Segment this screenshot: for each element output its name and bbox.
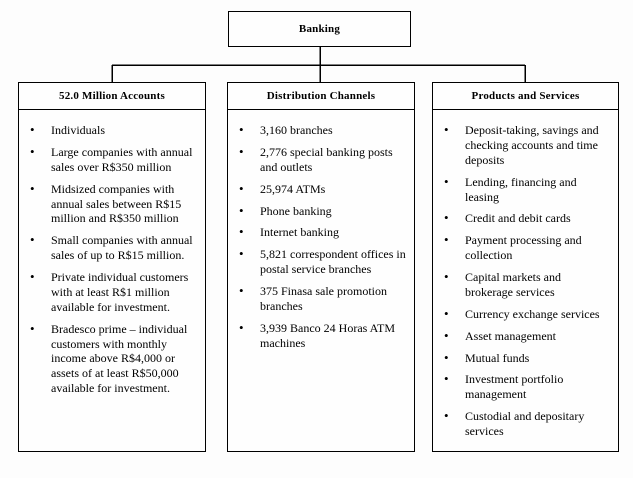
bullet-item: Custodial and depositary services [444, 408, 611, 439]
column-products-list: Deposit-taking, savings and checking acc… [433, 110, 618, 439]
column-products-header: Products and Services [433, 83, 618, 110]
bullet-item: Midsized companies with annual sales bet… [30, 181, 198, 227]
column-accounts: 52.0 Million Accounts IndividualsLarge c… [18, 82, 206, 452]
bullet-item: Asset management [444, 328, 611, 344]
bullet-item: 3,939 Banco 24 Horas ATM machines [239, 320, 407, 351]
bullet-item: Lending, financing and leasing [444, 174, 611, 205]
root-node-label: Banking [298, 23, 341, 35]
bullet-item: 25,974 ATMs [239, 181, 407, 197]
column-distribution-list: 3,160 branches 2,776 special banking post… [228, 110, 414, 351]
column-accounts-title: 52.0 Million Accounts [59, 90, 165, 102]
bullet-item: Credit and debit cards [444, 210, 611, 226]
bullet-item: Bradesco prime – individual customers wi… [30, 321, 198, 396]
bullet-item: Mutual funds [444, 350, 611, 366]
bullet-item: 375 Finasa sale promotion branches [239, 283, 407, 314]
column-accounts-list: IndividualsLarge companies with annual s… [19, 110, 205, 396]
bullet-item: Internet banking [239, 224, 407, 240]
bullet-item: 5,821 correspondent offices in postal se… [239, 246, 407, 277]
column-distribution-channels: Distribution Channels 3,160 branches 2,77… [227, 82, 415, 452]
bullet-item: Private individual customers with at lea… [30, 269, 198, 315]
bullet-item: Individuals [30, 122, 198, 138]
bullet-item: Currency exchange services [444, 306, 611, 322]
bullet-item: Large companies with annual sales over R… [30, 144, 198, 175]
column-distribution-header: Distribution Channels [228, 83, 414, 110]
column-accounts-header: 52.0 Million Accounts [19, 83, 205, 110]
bullet-item: Small companies with annual sales of up … [30, 232, 198, 263]
column-products-title: Products and Services [471, 90, 580, 102]
bullet-item: Capital markets and brokerage services [444, 269, 611, 300]
bullet-item: Phone banking [239, 203, 407, 219]
bullet-item: Deposit-taking, savings and checking acc… [444, 122, 611, 168]
bullet-item: 2,776 special banking posts and outlets [239, 144, 407, 175]
root-node-banking: Banking [228, 11, 411, 47]
bullet-item: Payment processing and collection [444, 232, 611, 263]
column-distribution-title: Distribution Channels [266, 90, 376, 102]
column-products-services: Products and Services Deposit-taking, sa… [432, 82, 619, 452]
bullet-item: Investment portfolio management [444, 371, 611, 402]
bullet-item: 3,160 branches [239, 122, 407, 138]
